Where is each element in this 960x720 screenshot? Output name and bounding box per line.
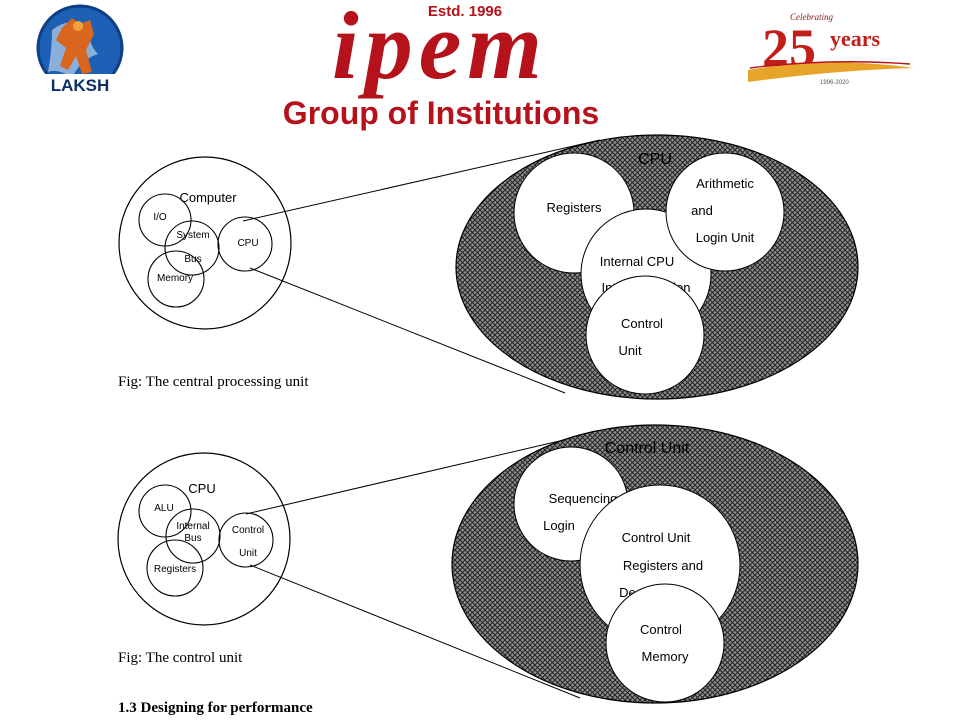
section-heading: 1.3 Designing for performance [118,700,313,716]
control-unit-small-label-line1: Control [232,525,264,536]
cpu-outer-label: CPU [188,481,215,496]
internal-bus-label-line2: Bus [184,533,201,544]
institution-subtitle: Group of Institutions [283,95,599,131]
control-unit-small-label-line2: Unit [239,548,257,559]
control-unit-label-line2: Unit [618,343,642,358]
alu-small-label: ALU [154,503,173,514]
anniversary-badge: Celebrating 25 years 1996-2020 [748,12,914,86]
internal-bus-circle [165,508,221,564]
control-unit-circle [585,275,705,395]
cpu-large-diagram: CPU Registers Internal CPU Interconnecti… [455,134,859,400]
cpu-large-title: CPU [638,151,672,168]
figure-control-unit: CPU ALU Internal Bus Control Unit Regist… [117,424,859,704]
internal-bus-label-line1: Internal [176,521,209,532]
cu-registers-label-line2: Registers and [623,558,703,573]
figure-cpu: Computer I/O System Bus CPU Memory CPU R… [118,134,859,400]
sequencing-label-line1: Sequencing [549,491,618,506]
cu-registers-label-line1: Control Unit [622,530,691,545]
ipem-wordmark: ipem [332,0,548,99]
laksh-logo: LAKSH [36,4,124,95]
laksh-logo-text: LAKSH [51,76,110,95]
zoom-line-bottom-2 [249,564,581,699]
zoom-line-bottom [249,267,566,394]
alu-label-line2: and [691,203,713,218]
header-banner: LAKSH Estd. 1996 ipem Group of Instituti… [36,0,914,131]
figure1-caption: Fig: The central processing unit [118,374,309,390]
cpu-small-diagram: CPU ALU Internal Bus Control Unit Regist… [117,452,291,626]
control-memory-label-line1: Control [640,622,682,637]
computer-label: Computer [179,190,237,205]
io-label: I/O [153,212,167,223]
control-unit-large-diagram: Control Unit Sequencing Login Control Un… [451,424,859,704]
cpu-small-circle [217,216,273,272]
registers-label: Registers [547,200,602,215]
alu-circle [665,152,785,272]
alu-small-circle [138,484,192,538]
zoom-line-top [242,139,601,222]
cpu-small-label: CPU [237,238,258,249]
system-bus-circle [164,220,220,276]
sequencing-label-line2: Login [543,518,575,533]
svg-text:1996-2020: 1996-2020 [820,80,849,86]
memory-circle [147,250,205,308]
interconnection-label-line1: Internal CPU [600,254,674,269]
computer-outer-circle [118,156,292,330]
cpu-outer-circle [117,452,291,626]
computer-small-diagram: Computer I/O System Bus CPU Memory [118,156,292,330]
svg-text:Celebrating: Celebrating [790,12,833,22]
system-bus-label-line1: System [176,230,209,241]
system-bus-label-line2: Bus [184,254,201,265]
control-memory-circle [605,583,725,703]
figure2-caption: Fig: The control unit [118,650,243,666]
alu-label-line3: Login Unit [696,230,755,245]
alu-label-line1: Arithmetic [696,176,754,191]
memory-label: Memory [157,273,193,284]
control-memory-label-line2: Memory [642,649,689,664]
zoom-line-top-2 [245,431,599,515]
svg-text:years: years [830,26,881,51]
control-unit-small-circle [218,512,274,568]
control-unit-large-title: Control Unit [605,440,690,457]
registers-small-circle [146,539,204,597]
registers-small-label: Registers [154,564,196,575]
control-unit-label-line1: Control [621,316,663,331]
estd-text: Estd. 1996 [428,3,502,20]
